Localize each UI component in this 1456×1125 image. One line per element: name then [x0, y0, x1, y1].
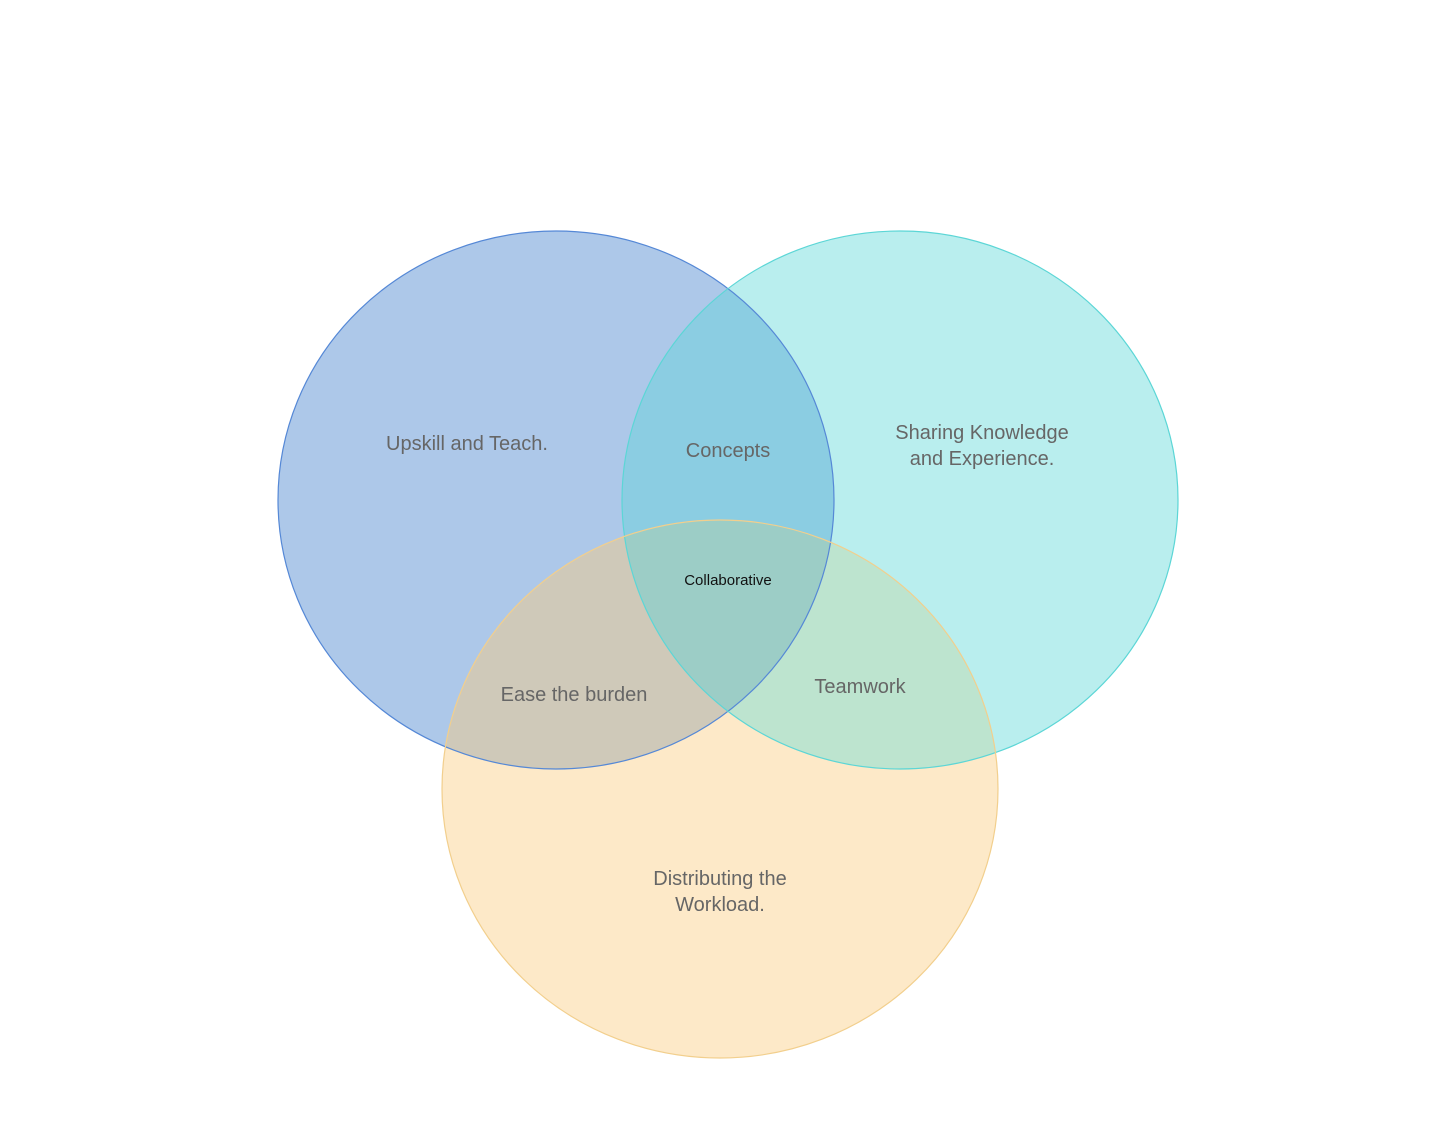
- set-outline-blue: [277, 230, 835, 770]
- intersection-label-blue-cyan: Concepts: [685, 440, 771, 462]
- intersection-blue-yellow: [442, 520, 834, 769]
- intersection-label-all: Collaborative: [684, 572, 772, 589]
- set-label-yellow: Distributing the Workload.: [653, 868, 787, 916]
- intersection-label-cyan-yellow: Teamwork: [814, 676, 906, 698]
- set-outline-cyan: [621, 230, 1179, 770]
- intersection-label-blue-yellow: Ease the burden: [500, 684, 648, 706]
- set-outline-yellow: [441, 519, 999, 1059]
- set-label-blue: Upskill and Teach.: [386, 433, 548, 455]
- set-label-cyan: Sharing Knowledge and Experience.: [895, 422, 1069, 470]
- intersection-cyan-yellow: [622, 520, 998, 769]
